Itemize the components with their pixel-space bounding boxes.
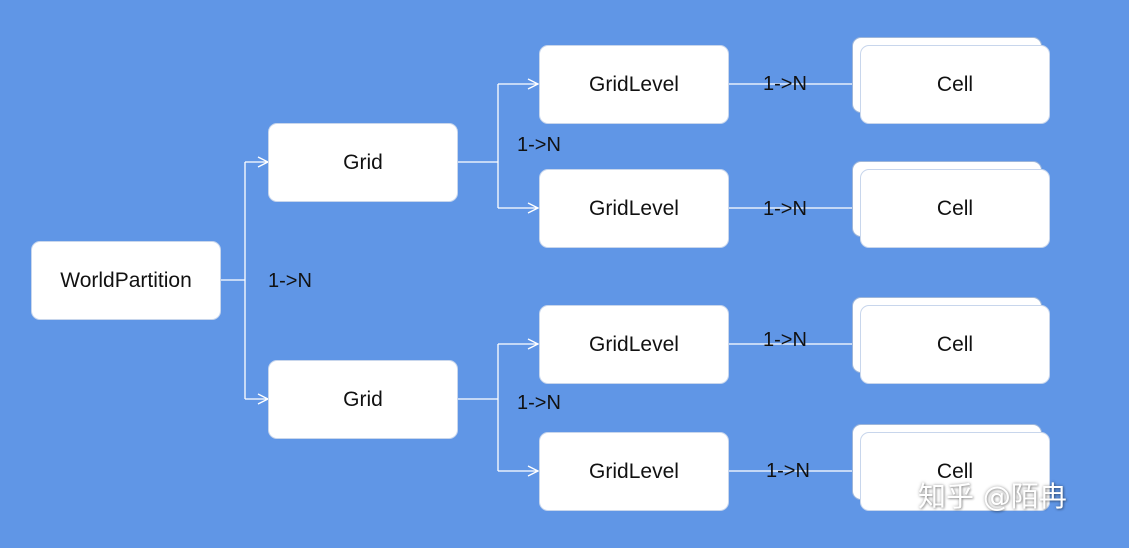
worldpartition-label: WorldPartition: [60, 268, 192, 292]
gridlevel-node-2: GridLevel: [539, 169, 729, 248]
gridlevel-label: GridLevel: [589, 332, 679, 356]
cell-label: Cell: [936, 459, 974, 483]
cell-node-3: Cell: [860, 305, 1050, 384]
gridlevel-label: GridLevel: [589, 72, 679, 96]
grid-node-2: Grid: [268, 360, 458, 439]
gridlevel-node-1: GridLevel: [539, 45, 729, 124]
worldpartition-node: WorldPartition: [31, 241, 221, 320]
gridlevel-label: GridLevel: [589, 196, 679, 220]
connector-grid-1-trunk: [458, 84, 499, 208]
gridlevel-node-4: GridLevel: [539, 432, 729, 511]
watermark-text: 知乎 @陌冉: [918, 480, 1067, 513]
gridlevel-node-3: GridLevel: [539, 305, 729, 384]
edge-label-level-3-to-cells: 1->N: [763, 329, 807, 351]
grid-label: Grid: [343, 150, 383, 174]
cell-label: Cell: [936, 196, 974, 220]
edge-label-level-4-to-cells: 1->N: [766, 460, 810, 482]
gridlevel-label: GridLevel: [589, 459, 679, 483]
cell-node-4: Cell: [860, 432, 1050, 511]
cell-label: Cell: [936, 72, 974, 96]
cell-label: Cell: [936, 332, 974, 356]
edge-label-root-to-grids: 1->N: [268, 270, 312, 292]
cell-node-2: Cell: [860, 169, 1050, 248]
cell-node-1: Cell: [860, 45, 1050, 124]
edge-label-level-2-to-cells: 1->N: [763, 198, 807, 220]
edge-label-grid-2-to-levels: 1->N: [517, 392, 561, 414]
edge-label-level-1-to-cells: 1->N: [763, 73, 807, 95]
connector-grid-2-trunk: [458, 344, 499, 471]
connector-root-to-grids: [220, 162, 246, 399]
grid-node-1: Grid: [268, 123, 458, 202]
edge-label-grid-1-to-levels: 1->N: [517, 134, 561, 156]
grid-label: Grid: [343, 387, 383, 411]
